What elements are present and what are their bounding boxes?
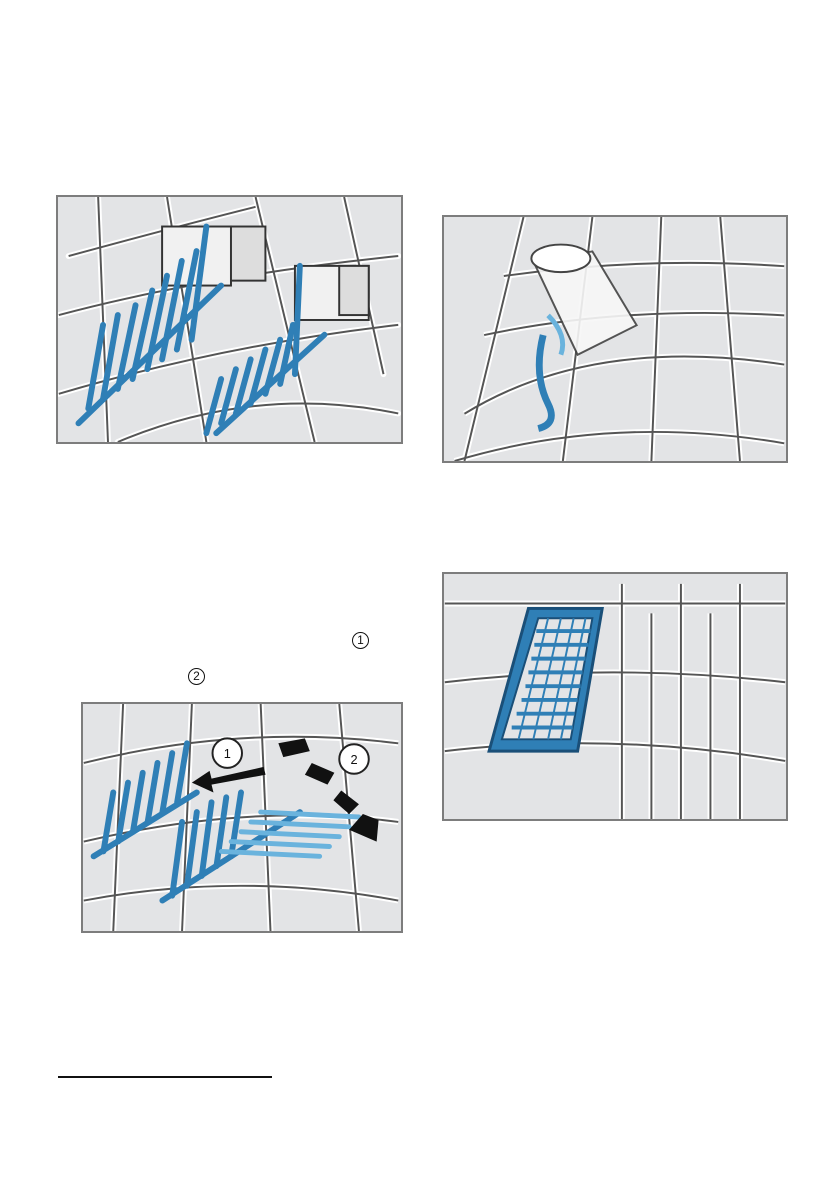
cutlery-basket-icon (444, 574, 786, 819)
fig3-label-2: 2 (350, 752, 357, 767)
figure-cutlery-basket (442, 572, 788, 821)
fig3-label-1: 1 (224, 746, 231, 761)
figure-fold-tines: 1 2 (81, 702, 403, 933)
callout-1: 1 (352, 632, 369, 649)
figure-glass-holder (442, 215, 788, 463)
callout-2: 2 (188, 668, 205, 685)
arrow-push-icon (192, 767, 266, 793)
fold-tines-icon: 1 2 (83, 704, 401, 931)
dish-rack-tines-icon (58, 197, 401, 442)
footnote-rule (58, 1076, 272, 1078)
glass-holder-icon (444, 217, 786, 461)
figure-rack-tines (56, 195, 403, 444)
